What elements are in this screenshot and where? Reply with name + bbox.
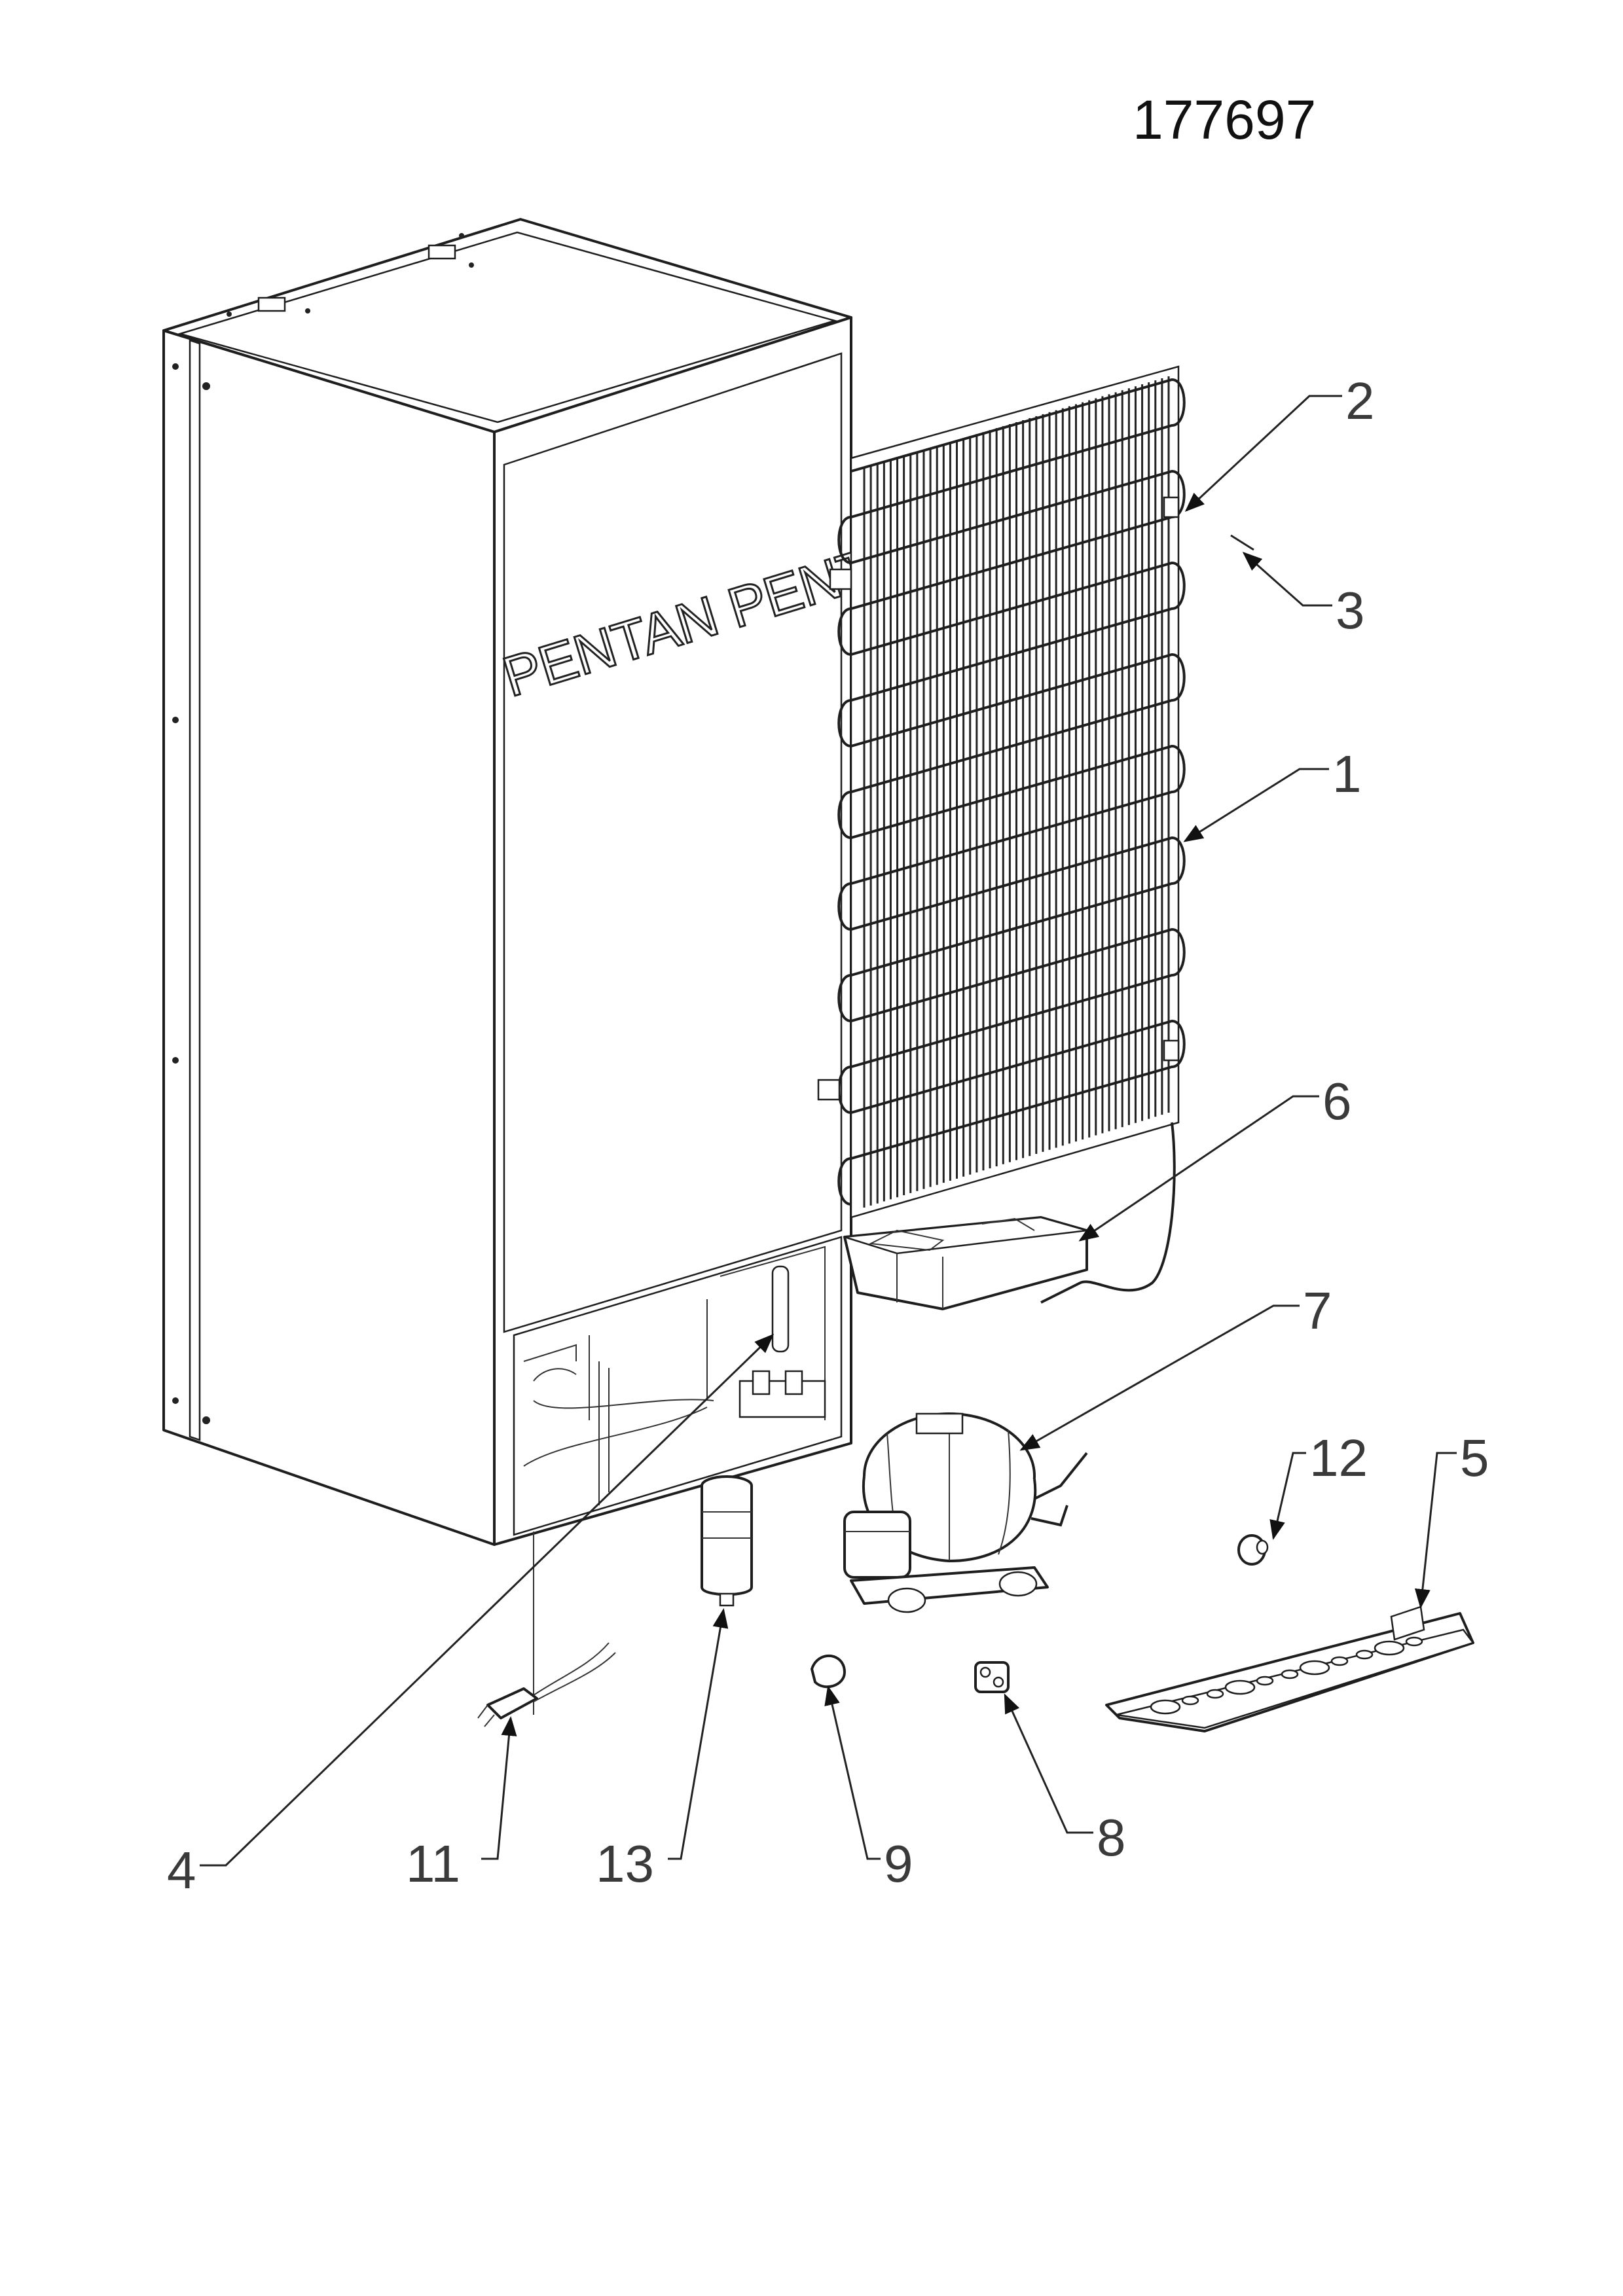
compressor xyxy=(843,1412,1088,1613)
plate-hole xyxy=(1405,1636,1423,1647)
callout-3: 3 xyxy=(1336,581,1365,639)
plate-hole xyxy=(1206,1689,1224,1699)
callout-2: 2 xyxy=(1345,372,1375,430)
callout-5: 5 xyxy=(1460,1429,1489,1487)
callout-8: 8 xyxy=(1097,1808,1126,1867)
callout-7: 7 xyxy=(1303,1282,1332,1340)
callout-9: 9 xyxy=(884,1835,913,1893)
plate-hole xyxy=(1281,1669,1299,1679)
drawing-number: 177697 xyxy=(1133,89,1316,151)
plate-hole xyxy=(1330,1656,1349,1666)
starter-relay xyxy=(974,1661,1010,1693)
plate-hole xyxy=(1299,1660,1330,1676)
callout-4: 4 xyxy=(167,1841,196,1899)
refrigerator-cabinet: PENTAN PENTAN xyxy=(162,218,951,1715)
capacitor xyxy=(701,1475,753,1607)
plate-hole xyxy=(1256,1676,1274,1686)
plate-hole xyxy=(1150,1699,1181,1715)
plate-hole xyxy=(1355,1649,1374,1660)
overload-protector xyxy=(811,1654,846,1689)
plate-hole xyxy=(1374,1640,1405,1656)
grommet xyxy=(1237,1534,1269,1566)
plate-hole xyxy=(1224,1679,1256,1695)
callout-13: 13 xyxy=(596,1835,654,1893)
mounting-plate xyxy=(1105,1605,1475,1732)
drip-tray xyxy=(843,1216,1088,1310)
callout-1: 1 xyxy=(1332,745,1362,803)
callout-12: 12 xyxy=(1309,1429,1368,1487)
callout-labels: 2 3 1 6 7 12 5 8 9 13 11 4 xyxy=(167,372,1489,1899)
power-cord-plug xyxy=(477,1642,616,1727)
callout-11: 11 xyxy=(406,1835,460,1893)
callout-leaders xyxy=(200,395,1457,1867)
condenser xyxy=(817,365,1186,1304)
callout-6: 6 xyxy=(1322,1072,1352,1130)
plate-hole xyxy=(1181,1695,1199,1706)
screw xyxy=(1230,534,1254,551)
